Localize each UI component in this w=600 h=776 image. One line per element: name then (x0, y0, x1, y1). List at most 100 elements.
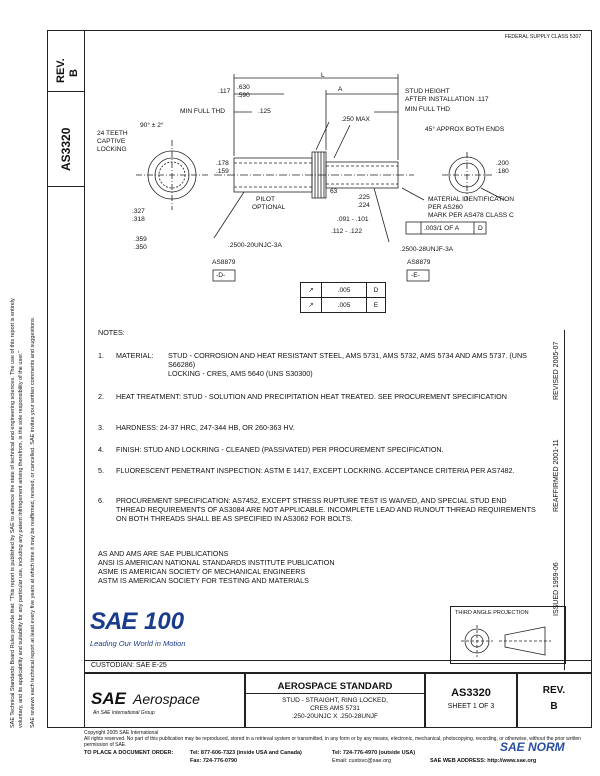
dim-200: .200 (496, 160, 509, 167)
note-number: 2. (98, 392, 104, 401)
dim-224: .224 (357, 202, 370, 209)
note-number: 3. (98, 423, 104, 432)
runout-value: .005 (321, 297, 367, 313)
description-line-2: CRES AMS 5731 (310, 705, 360, 712)
sae-100-logo: SAE 100 Leading Our World in Motion (90, 606, 210, 648)
dim-091: .091 - .101 (337, 216, 369, 223)
brand-aerospace: Aerospace (133, 691, 200, 707)
note-text: STUD - CORROSION AND HEAT RESISTANT STEE… (168, 351, 527, 378)
doc-number-vertical: AS3320 (59, 127, 73, 171)
title-cell: AEROSPACE STANDARD STUD - STRAIGHT, RING… (244, 672, 426, 728)
side-disclaimer-3: SAE reviews each technical report at lea… (30, 316, 36, 728)
surface-63: 63 (330, 188, 338, 195)
projection-label: THIRD ANGLE PROJECTION (455, 610, 529, 616)
dim-125: .125 (258, 108, 271, 115)
material-identification: MATERIAL IDENTIFICATION (428, 196, 514, 203)
dim-112: .112 - .122 (331, 228, 363, 235)
table-row: ↗ .005 E (300, 297, 386, 313)
pilot-label: PILOT (256, 196, 276, 203)
projection-box: THIRD ANGLE PROJECTION (450, 606, 566, 664)
note-number: 6. (98, 496, 104, 505)
note-number: 1. (98, 351, 104, 360)
projection-symbol-icon (461, 625, 551, 657)
publication-line: ANSI IS AMERICAN NATIONAL STANDARDS INST… (98, 558, 335, 567)
order-label: TO PLACE A DOCUMENT ORDER: (84, 750, 174, 756)
dim-225: .225 (357, 194, 370, 201)
side-disclaimer-2: voluntary, and its applicability and sui… (18, 350, 24, 728)
dim-630: .630 (237, 84, 250, 91)
dim-327: .327 (132, 208, 145, 215)
publication-line: ASME IS AMERICAN SOCIETY OF MECHANICAL E… (98, 567, 306, 576)
rev-cell: REV. B (516, 672, 592, 728)
custodian: CUSTODIAN: SAE E-25 (91, 662, 167, 669)
web-address[interactable]: SAE WEB ADDRESS: http://www.sae.org (430, 758, 537, 764)
logo-100-text: 100 (144, 608, 185, 635)
datum-e: -E- (411, 272, 420, 279)
min-full-thd-right: MIN FULL THD (405, 106, 451, 113)
side-disclaimer-1: SAE Technical Standards Board Rules prov… (10, 298, 16, 728)
dim-180: .180 (496, 168, 509, 175)
dim-117: .117 (218, 88, 231, 95)
fax: Fax: 724-776-0790 (190, 758, 238, 764)
fcf-text: .003/1 OF A (424, 225, 460, 232)
runout-symbol: ↗ (300, 282, 322, 298)
note-text: HARDNESS: 24-37 HRC, 247-344 HB, OR 260-… (116, 423, 295, 432)
logo-sae-text: SAE (90, 608, 137, 635)
rev-value: B (550, 701, 558, 712)
notes-heading: NOTES: (98, 328, 125, 337)
as8879-right: AS8879 (407, 259, 431, 266)
optional-label: OPTIONAL (252, 204, 286, 211)
revised-date: REVISED 2005-07 (553, 341, 560, 400)
dim-178: .178 (216, 160, 229, 167)
note-text: FINISH: STUD AND LOCKRING - CLEANED (PAS… (116, 445, 444, 454)
note-number: 5. (98, 466, 104, 475)
description-line-3: .250-20UNJC X .250-28UNJF (292, 713, 378, 720)
runout-tolerance-table: ↗ .005 D ↗ .005 E (300, 282, 386, 313)
runout-datum: D (366, 282, 386, 298)
logo-tagline: Leading Our World in Motion (90, 639, 186, 648)
thread-right: .2500-28UNJF-3A (400, 246, 454, 253)
tel-inside: Tel: 877-606-7323 (inside USA and Canada… (190, 750, 302, 756)
runout-value: .005 (321, 282, 367, 298)
runout-datum: E (366, 297, 386, 313)
dim-590: .590 (237, 92, 250, 99)
chamfer-note: 45° APPROX BOTH ENDS (425, 126, 505, 133)
number-cell: AS3320 SHEET 1 OF 3 (424, 672, 518, 728)
per-as260: PER AS260 (428, 204, 463, 211)
runout-symbol: ↗ (300, 297, 322, 313)
dim-318: .318 (132, 216, 145, 223)
tel-outside: Tel: 724-776-4970 (outside USA) (332, 750, 416, 756)
email: Email: custsvc@sae.org (332, 758, 392, 764)
after-installation: AFTER INSTALLATION .117 (405, 96, 489, 103)
rev-value-vertical: B (68, 69, 80, 77)
teeth-label: 24 TEETH (97, 130, 128, 137)
note-text: FLUORESCENT PENETRANT INSPECTION: ASTM E… (116, 466, 515, 475)
dim-L: L (321, 72, 325, 79)
dim-350: .350 (134, 244, 147, 251)
standard-title: AEROSPACE STANDARD (277, 681, 393, 692)
left-title-column: REV. B AS3320 (47, 30, 85, 728)
custodian-row: CUSTODIAN: SAE E-25 (84, 660, 592, 674)
table-row: ↗ .005 D (300, 282, 386, 298)
doc-number: AS3320 (451, 687, 491, 699)
brand-sub: An SAE International Group (93, 710, 155, 716)
publication-line: AS AND AMS ARE SAE PUBLICATIONS (98, 549, 229, 558)
watermark-logo: SAE NORM (500, 740, 565, 754)
angle-label: 90° ± 2° (140, 122, 164, 129)
note-label: MATERIAL: (116, 351, 154, 360)
thread-left: .2500-20UNJC-3A (228, 242, 282, 249)
brand-cell: SAE Aerospace An SAE International Group (84, 672, 246, 728)
mark-per-as478: MARK PER AS478 CLASS C (428, 212, 514, 219)
note-text: HEAT TREATMENT: STUD - SOLUTION AND PREC… (116, 392, 507, 401)
datum-d: -D- (216, 272, 226, 279)
technical-drawing (136, 74, 505, 282)
federal-supply-class: FEDERAL SUPPLY CLASS 5307 (504, 34, 582, 40)
publication-line: ASTM IS AMERICAN SOCIETY FOR TESTING AND… (98, 576, 309, 585)
dim-359: .359 (134, 236, 147, 243)
fcf-datum: D (478, 225, 483, 232)
min-full-thd-left: MIN FULL THD (180, 108, 226, 115)
as8879-left: AS8879 (212, 259, 236, 266)
sheet-number: SHEET 1 OF 3 (447, 703, 495, 710)
dim-250-max: .250 MAX (341, 116, 370, 123)
rev-label: REV. (542, 685, 566, 696)
